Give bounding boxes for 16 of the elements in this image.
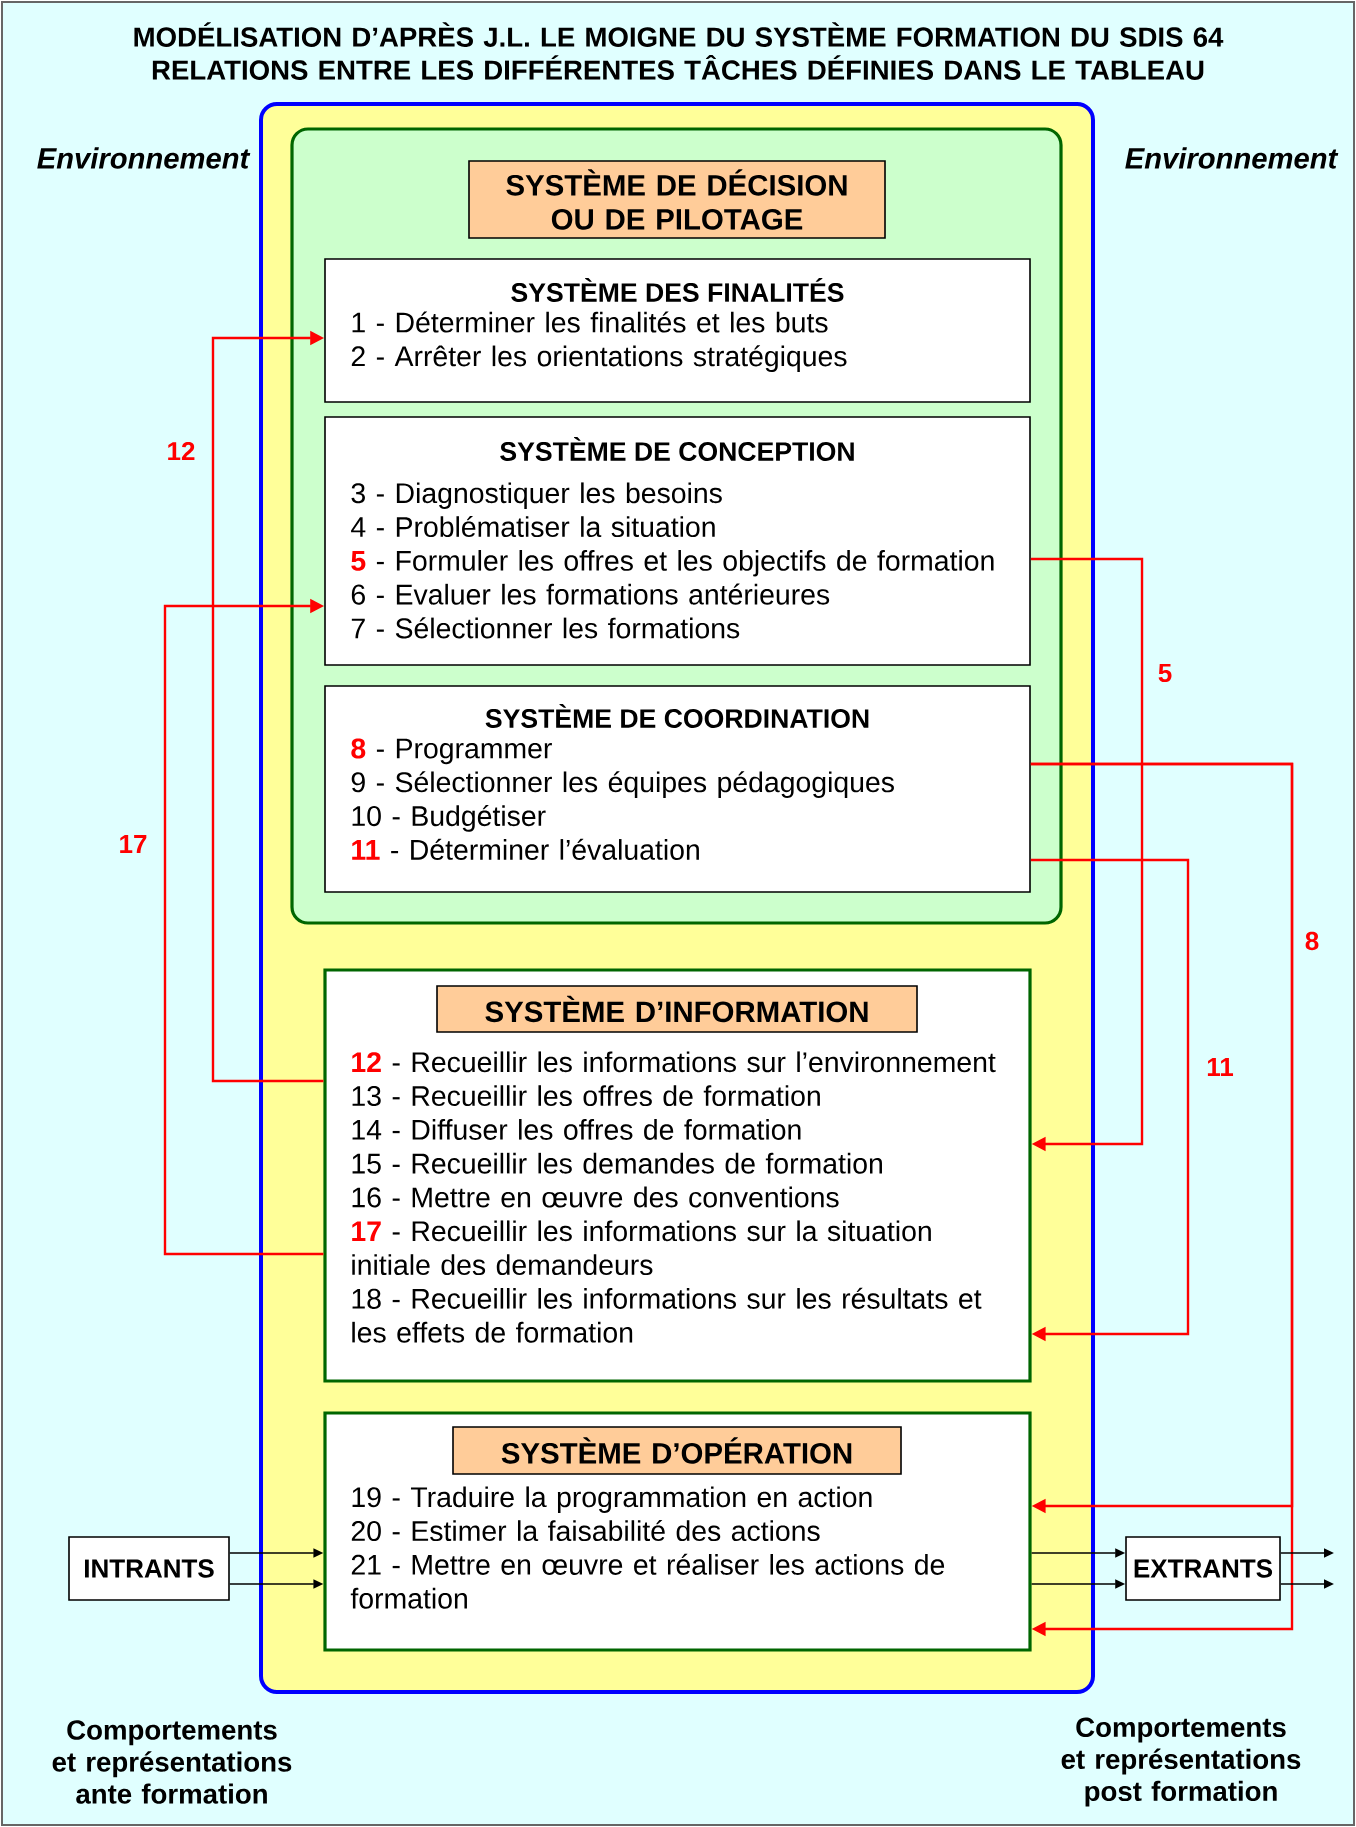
environment-label: Environnement bbox=[1125, 147, 1339, 169]
environment-label: Environnement bbox=[37, 147, 251, 169]
edge-label: 17 bbox=[116, 833, 150, 855]
note: Comportements et représentations post formation bbox=[1061, 1717, 1301, 1807]
task-box: SYSTÈME DES FINALITÉS 1 - Déterminer les finalités et les buts 2 - Arrêter les orientations stratégiques bbox=[324, 258, 1031, 403]
task-box: SYSTÈME D’INFORMATION 12 - Recueillir les informations sur l’environnement 13 - Recueillir les offres de formation 14 - Diffuser les offres de formation 15 - Recueillir les demandes de formation 16 - Mettre en œuvre des conventions 17 - Recueillir les informations sur la situation initiale des demandeurs 18 - Recueillir les informations sur les résultats et les effets de formation bbox=[323, 968, 1032, 1383]
title: MODÉLISATION D’APRÈS J.L. LE MOIGNE DU SYSTÈME FORMATION DU SDIS 64 RELATIONS ENTRE LES DIFFÉRENTES TÂCHES DÉFINIES DANS LE TABLEAU bbox=[134, 22, 1224, 80]
edge-label: 11 bbox=[1204, 1056, 1236, 1078]
note: Comportements et représentations ante formation bbox=[52, 1720, 292, 1804]
task-box: SYSTÈME DE COORDINATION 8 - Programmer 9 - Sélectionner les équipes pédagogiques 10 - Budgétiser 11 - Déterminer l’évaluation bbox=[324, 685, 1031, 893]
task-box: SYSTÈME D’OPÉRATION 19 - Traduire la programmation en action 20 - Estimer la faisabilité des actions 21 - Mettre en œuvre et réaliser les actions de formation bbox=[323, 1411, 1032, 1652]
arrow bbox=[1030, 858, 1190, 1342]
output-box: EXTRANTS bbox=[1125, 1536, 1281, 1601]
input-box: INTRANTS bbox=[68, 1536, 230, 1601]
arrow bbox=[1030, 557, 1144, 1152]
task-box: SYSTÈME DE CONCEPTION 3 - Diagnostiquer les besoins 4 - Problématiser la situation 5 - Formuler les offres et les objectifs de formation 6 - Evaluer les formations antérieures 7 - Sélectionner les formations bbox=[324, 416, 1031, 666]
